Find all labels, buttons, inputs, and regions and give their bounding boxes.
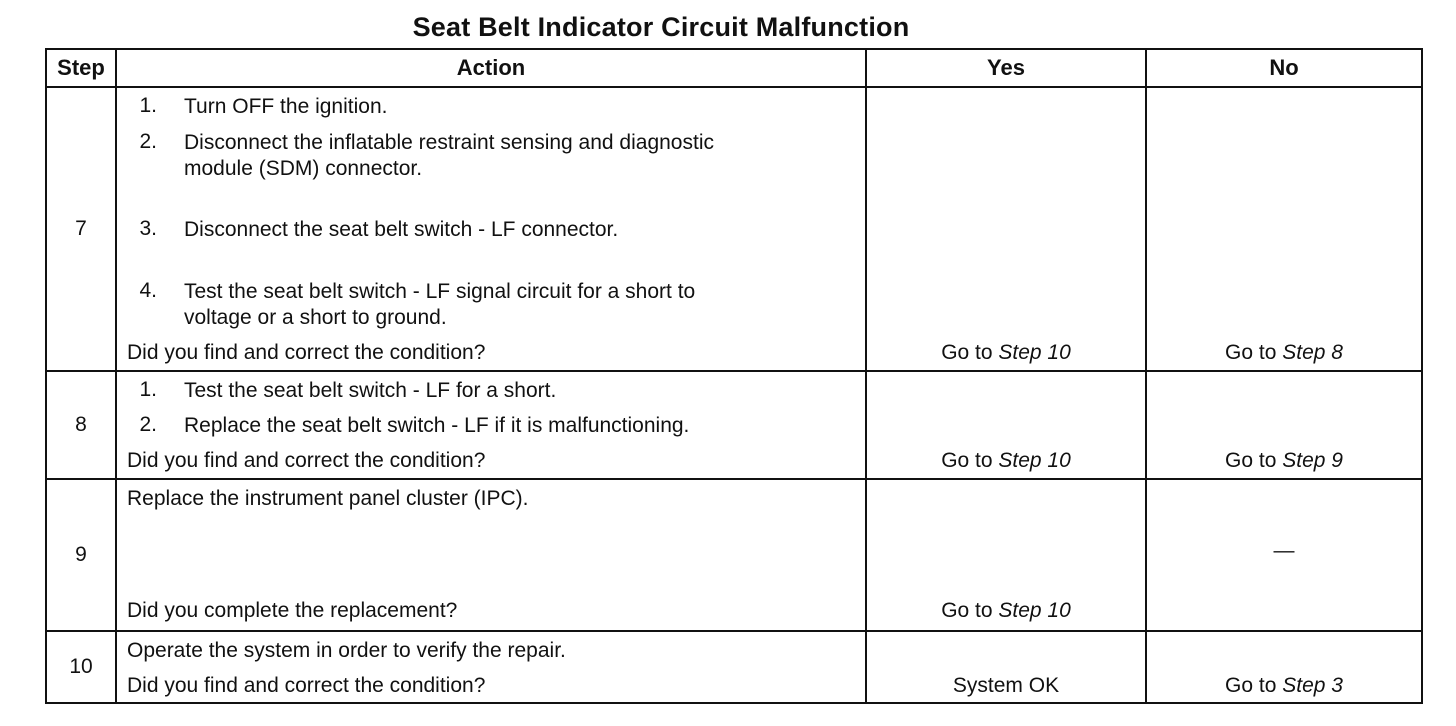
no-result-dash: — [1273, 539, 1295, 562]
step-link-10: Step 10 [998, 341, 1071, 364]
table-header-row: Step Action Yes No [45, 48, 1423, 88]
step-number: 10 [45, 630, 117, 704]
step-number: 7 [45, 86, 117, 372]
action-text: Test the seat belt switch - LF signal ci… [184, 280, 696, 303]
step-number: 8 [45, 370, 117, 480]
table-row-step-8: 8 1. Test the seat belt switch - LF for … [45, 370, 1423, 480]
step-number: 9 [45, 478, 117, 632]
question-text: Did you complete the replacement? [127, 599, 458, 622]
diagnostic-table: Step Action Yes No 7 1. Turn OFF the ign… [45, 48, 1423, 704]
no-cell: Go to Step 9 [1145, 370, 1423, 480]
table-row-step-9: 9 Replace the instrument panel cluster (… [45, 478, 1423, 632]
header-action: Action [115, 48, 867, 88]
yes-result: Go to Step 10 [941, 599, 1071, 622]
question-text: Did you find and correct the condition? [127, 449, 486, 472]
item-number: 1. [139, 94, 157, 117]
action-text-continued: voltage or a short to ground. [184, 306, 447, 329]
yes-result: Go to Step 10 [941, 449, 1071, 472]
step-link-9: Step 9 [1282, 449, 1343, 472]
yes-cell: Go to Step 10 [865, 370, 1147, 480]
item-number: 3. [139, 217, 157, 240]
action-cell: Replace the instrument panel cluster (IP… [115, 478, 867, 632]
action-cell: Operate the system in order to verify th… [115, 630, 867, 704]
yes-cell: System OK [865, 630, 1147, 704]
action-cell: 1. Turn OFF the ignition. 2. Disconnect … [115, 86, 867, 372]
no-result: Go to Step 3 [1225, 674, 1343, 697]
no-result: Go to Step 9 [1225, 449, 1343, 472]
yes-result: Go to Step 10 [941, 341, 1071, 364]
item-number: 2. [139, 130, 157, 153]
action-text: Replace the instrument panel cluster (IP… [127, 487, 529, 510]
item-number: 1. [139, 378, 157, 401]
action-text: Replace the seat belt switch - LF if it … [184, 414, 690, 437]
no-cell: — [1145, 478, 1423, 632]
no-cell: Go to Step 8 [1145, 86, 1423, 372]
action-text: Disconnect the inflatable restraint sens… [184, 131, 714, 154]
step-link-8: Step 8 [1282, 341, 1343, 364]
item-number: 4. [139, 279, 157, 302]
step-link-10: Step 10 [998, 599, 1071, 622]
page-title: Seat Belt Indicator Circuit Malfunction [412, 12, 910, 42]
no-cell: Go to Step 3 [1145, 630, 1423, 704]
no-result: Go to Step 8 [1225, 341, 1343, 364]
action-cell: 1. Test the seat belt switch - LF for a … [115, 370, 867, 480]
yes-cell: Go to Step 10 [865, 86, 1147, 372]
step-link-3: Step 3 [1282, 674, 1343, 697]
action-text: Test the seat belt switch - LF for a sho… [184, 379, 557, 402]
table-row-step-7: 7 1. Turn OFF the ignition. 2. Disconnec… [45, 86, 1423, 372]
header-yes: Yes [865, 48, 1147, 88]
action-text: Disconnect the seat belt switch - LF con… [184, 218, 619, 241]
yes-cell: Go to Step 10 [865, 478, 1147, 632]
header-step: Step [45, 48, 117, 88]
question-text: Did you find and correct the condition? [127, 674, 486, 697]
table-row-step-10: 10 Operate the system in order to verify… [45, 630, 1423, 704]
action-text-continued: module (SDM) connector. [184, 157, 423, 180]
yes-result: System OK [952, 674, 1060, 697]
action-text: Operate the system in order to verify th… [127, 639, 566, 662]
step-link-10: Step 10 [998, 449, 1071, 472]
header-no: No [1145, 48, 1423, 88]
question-text: Did you find and correct the condition? [127, 341, 486, 364]
item-number: 2. [139, 413, 157, 436]
action-text: Turn OFF the ignition. [184, 95, 388, 118]
